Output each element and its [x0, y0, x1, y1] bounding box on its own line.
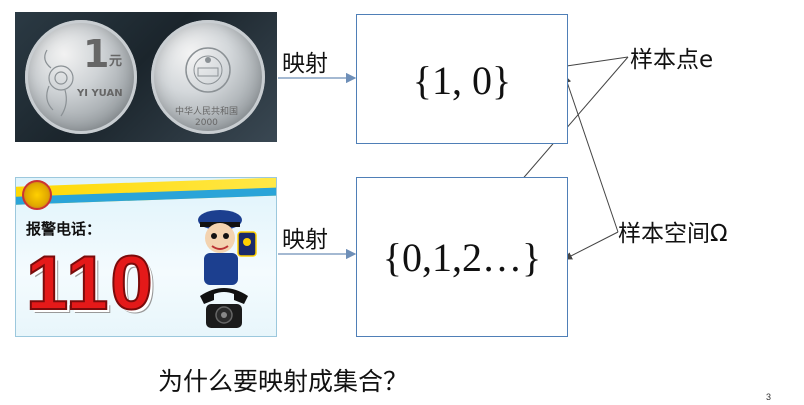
emergency-number: 110 [25, 240, 155, 327]
callout-sample-space-to-bottom [564, 231, 619, 260]
telephone-icon [200, 288, 248, 328]
coin-numeral: 1 [83, 32, 110, 76]
coin-image: 1 元 YI YUAN 中华人民共和国 2000 [15, 12, 277, 142]
coin-reverse: 中华人民共和国 2000 [151, 20, 265, 134]
set-top-text: {1, 0} [412, 58, 512, 103]
police-badge-icon [22, 180, 52, 210]
coin-denomination: YI YUAN [77, 88, 123, 99]
coin-country-text: 中华人民共和国 [175, 107, 239, 117]
police-officer-icon [198, 210, 257, 285]
set-box-bottom: {0,1,2…} [356, 177, 568, 337]
report-phone-label: 报警电话： [26, 220, 102, 238]
callout-sample-space-to-top [563, 75, 619, 233]
peony-icon [44, 49, 74, 117]
sample-point-label: 样本点e [630, 47, 714, 73]
set-box-top: {1, 0} [356, 14, 568, 144]
mapping-label-bottom: 映射 [282, 227, 328, 253]
sample-space-label: 样本空间Ω [618, 221, 728, 247]
police-110-image: 报警电话： 110 [15, 177, 277, 337]
page-number: 3 [766, 392, 772, 402]
coin-yuan-char: 元 [109, 54, 123, 69]
mapping-label-top: 映射 [282, 51, 328, 77]
question-text: 为什么要映射成集合？ [158, 367, 409, 396]
set-bottom-text: {0,1,2…} [382, 235, 542, 280]
national-emblem-icon [185, 47, 231, 93]
coin-year: 2000 [195, 118, 218, 128]
coin-obverse: 1 元 YI YUAN [25, 20, 137, 134]
